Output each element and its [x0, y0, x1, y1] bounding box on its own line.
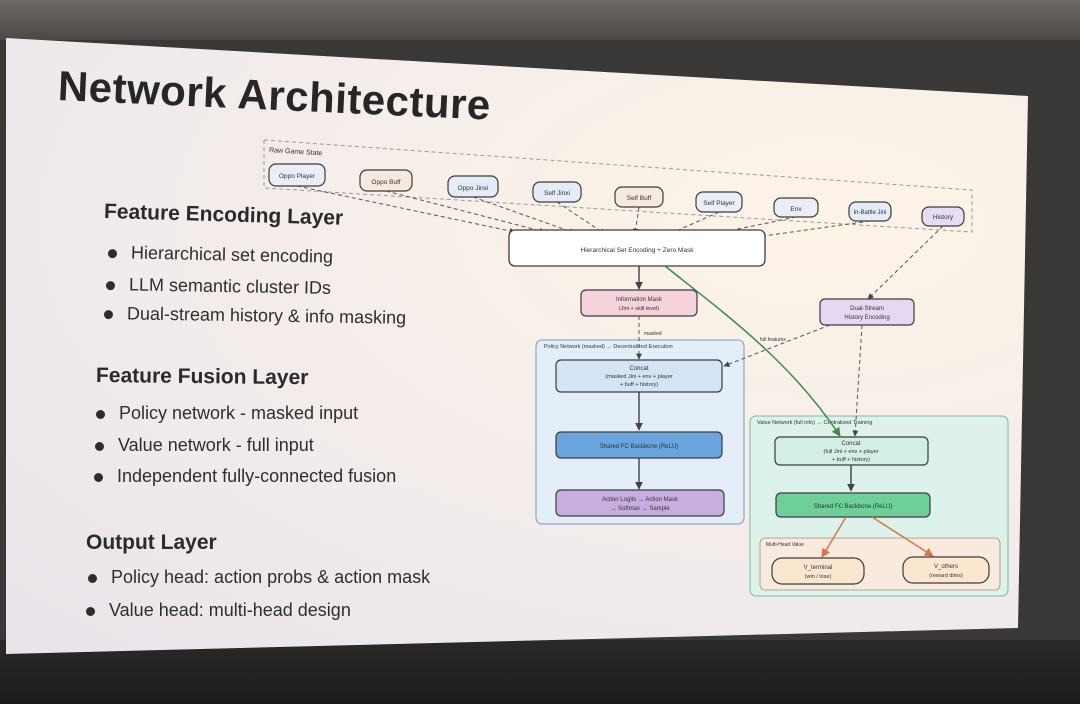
policy-concat-node: Concat (masked Jini + env + player + buf…: [555, 359, 723, 393]
bullet-item: Value network - full input: [95, 435, 314, 456]
policy-group-label: Policy Network (masked) → Decentralized …: [544, 344, 673, 350]
policy-backbone-node: Shared FC Backbone (ReLU): [555, 431, 723, 459]
history-edge: [867, 225, 944, 300]
svg-text:+ buff + history): + buff + history): [832, 457, 870, 463]
input-node-oppo-player: Oppo Player: [268, 163, 326, 187]
svg-text:(full Jini + env + player: (full Jini + env + player: [823, 449, 878, 455]
raw-state-container: [263, 139, 973, 233]
value-concat-node: Concat (full Jini + env + player + buff …: [774, 436, 929, 466]
multihead-label: Multi-Head Value: [766, 542, 804, 548]
svg-text:Concat: Concat: [841, 441, 860, 447]
input-node-self-buff: Self Buff: [614, 186, 664, 208]
edge-label-full: full features: [760, 337, 786, 343]
output-layer-heading: Output Layer: [86, 531, 217, 554]
svg-text:Oppo Jinxi: Oppo Jinxi: [458, 185, 489, 192]
svg-text:V_terminal: V_terminal: [804, 565, 833, 571]
svg-text:Oppo Player: Oppo Player: [279, 173, 316, 180]
bullet-dot: [96, 409, 105, 419]
edge-dualstream-value: [852, 324, 863, 437]
bullet-dot: [94, 472, 103, 482]
monitor-bezel-top: [0, 0, 1080, 40]
svg-text:+ buff + history): + buff + history): [620, 382, 658, 388]
input-node-env: Env: [773, 197, 819, 218]
svg-text:(Jini + skill level): (Jini + skill level): [619, 306, 659, 312]
input-node-in-battle-jini: In-Battle Jini: [848, 201, 892, 222]
input-node-oppo-buff: Oppo Buff: [359, 169, 413, 192]
bullet-text: Independent fully-connected fusion: [117, 466, 397, 486]
value-group-label: Value Network (full info) → Centralized …: [757, 420, 872, 426]
input-node-oppo-jinxi: Oppo Jinxi: [447, 175, 499, 198]
bullet-item: Policy head: action probs & action mask: [88, 567, 430, 588]
bullet-text: Value head: multi-head design: [109, 600, 351, 620]
svg-text:Shared FC Backbone (ReLU): Shared FC Backbone (ReLU): [814, 504, 892, 510]
svg-text:Shared FC Backbone (ReLU): Shared FC Backbone (ReLU): [600, 444, 678, 450]
input-node-self-jinxi: Self Jinxi: [532, 181, 582, 203]
svg-text:Self Jinxi: Self Jinxi: [544, 190, 570, 197]
svg-text:Concat: Concat: [629, 366, 648, 372]
svg-text:Oppo Buff: Oppo Buff: [371, 179, 400, 186]
svg-text:In-Battle Jini: In-Battle Jini: [853, 210, 886, 216]
svg-text:V_others: V_others: [934, 564, 958, 570]
svg-text:History: History: [933, 214, 954, 221]
edge-dualstream-policy: [723, 324, 831, 367]
monitor-bezel-bottom: [0, 640, 1080, 704]
v-others-node: V_others (reward dims): [902, 556, 990, 584]
bullet-dot: [95, 441, 104, 451]
svg-text:Hierarchical Set Encoding + Ze: Hierarchical Set Encoding + Zero Mask: [581, 247, 695, 254]
svg-text:History Encoding: History Encoding: [844, 315, 889, 321]
v-terminal-node: V_terminal (win / lose): [771, 557, 865, 585]
input-node-history: History: [921, 206, 965, 227]
svg-text:Self Player: Self Player: [703, 200, 735, 207]
bullet-item: Value head: multi-head design: [86, 600, 351, 621]
bullet-dot: [86, 606, 95, 616]
info-mask-node: Information Mask (Jini + skill level): [580, 289, 698, 317]
edge-full-features: [664, 265, 841, 437]
raw-state-label: Raw Game State: [269, 147, 323, 157]
edge-label-masked: masked: [644, 331, 662, 337]
policy-head-node: Action Logits → Action Mask → Softmax → …: [555, 489, 725, 517]
bullet-dot: [88, 573, 97, 583]
bullet-text: Policy head: action probs & action mask: [111, 567, 431, 587]
edge-backbone-vothers: [871, 516, 934, 557]
svg-text:(win / lose): (win / lose): [805, 574, 832, 580]
value-backbone-node: Shared FC Backbone (ReLU): [775, 492, 931, 518]
bullet-text: Value network - full input: [118, 435, 314, 455]
svg-text:→ Softmax → Sample: → Softmax → Sample: [610, 506, 670, 512]
bullet-item: Policy network - masked input: [96, 403, 358, 424]
svg-text:Information Mask: Information Mask: [616, 297, 663, 303]
svg-text:(reward dims): (reward dims): [929, 573, 963, 579]
svg-text:Env: Env: [790, 206, 802, 213]
svg-text:Dual-Stream: Dual-Stream: [850, 306, 884, 312]
svg-text:(masked Jini + env + player: (masked Jini + env + player: [605, 374, 672, 380]
input-node-self-player: Self Player: [695, 191, 743, 213]
bullet-item: Independent fully-connected fusion: [94, 466, 396, 487]
bullet-text: Policy network - masked input: [119, 403, 359, 423]
dual-stream-node: Dual-Stream History Encoding: [819, 298, 915, 326]
edge-backbone-vterminal: [821, 516, 847, 558]
encoder-node: Hierarchical Set Encoding + Zero Mask: [508, 229, 766, 267]
svg-text:Action Logits → Action Mask: Action Logits → Action Mask: [602, 497, 679, 503]
svg-text:Self Buff: Self Buff: [627, 195, 652, 202]
